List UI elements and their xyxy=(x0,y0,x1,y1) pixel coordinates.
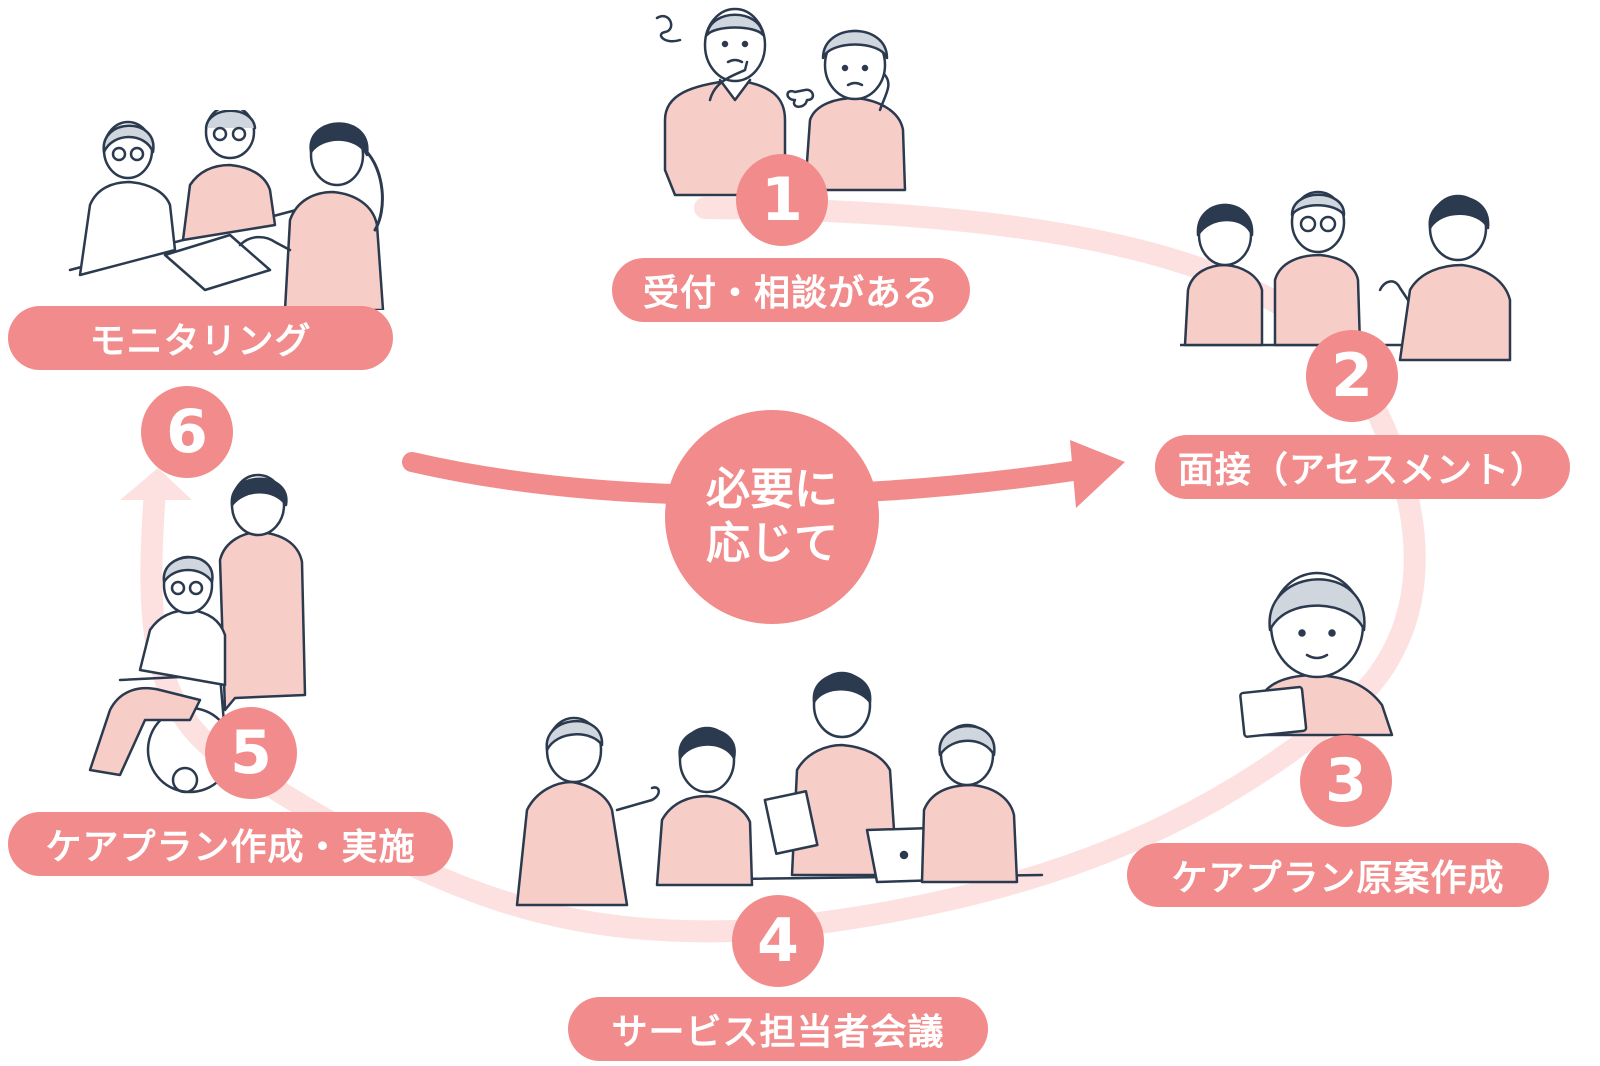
care-manager-illustration xyxy=(1239,571,1394,738)
step-6-label: モニタリング xyxy=(8,306,393,370)
cycle-arrowhead xyxy=(120,468,192,500)
step-5-number: 5 xyxy=(205,707,297,799)
step-5-label: ケアプラン作成・実施 xyxy=(8,812,453,876)
as-needed-line2: 応じて xyxy=(706,518,838,569)
worried-couple-illustration xyxy=(655,7,907,197)
step-2-label: 面接（アセスメント） xyxy=(1155,435,1570,499)
interview-illustration xyxy=(1180,190,1512,362)
step-3-number: 3 xyxy=(1300,735,1392,827)
step-1-number: 1 xyxy=(736,154,828,246)
as-needed-circle: 必要に 応じて xyxy=(665,410,879,624)
step-4-number: 4 xyxy=(732,895,824,987)
step-3-label: ケアプラン原案作成 xyxy=(1127,843,1549,907)
monitoring-illustration xyxy=(68,110,385,310)
step-2-number: 2 xyxy=(1306,330,1398,422)
wheelchair-care-illustration xyxy=(88,473,307,794)
step-6-number: 6 xyxy=(141,386,233,478)
step-1-label: 受付・相談がある xyxy=(612,258,970,322)
service-meeting-illustration xyxy=(515,671,1044,907)
center-arrowhead xyxy=(1070,440,1125,508)
step-4-label: サービス担当者会議 xyxy=(568,997,988,1061)
as-needed-line1: 必要に xyxy=(706,464,838,516)
